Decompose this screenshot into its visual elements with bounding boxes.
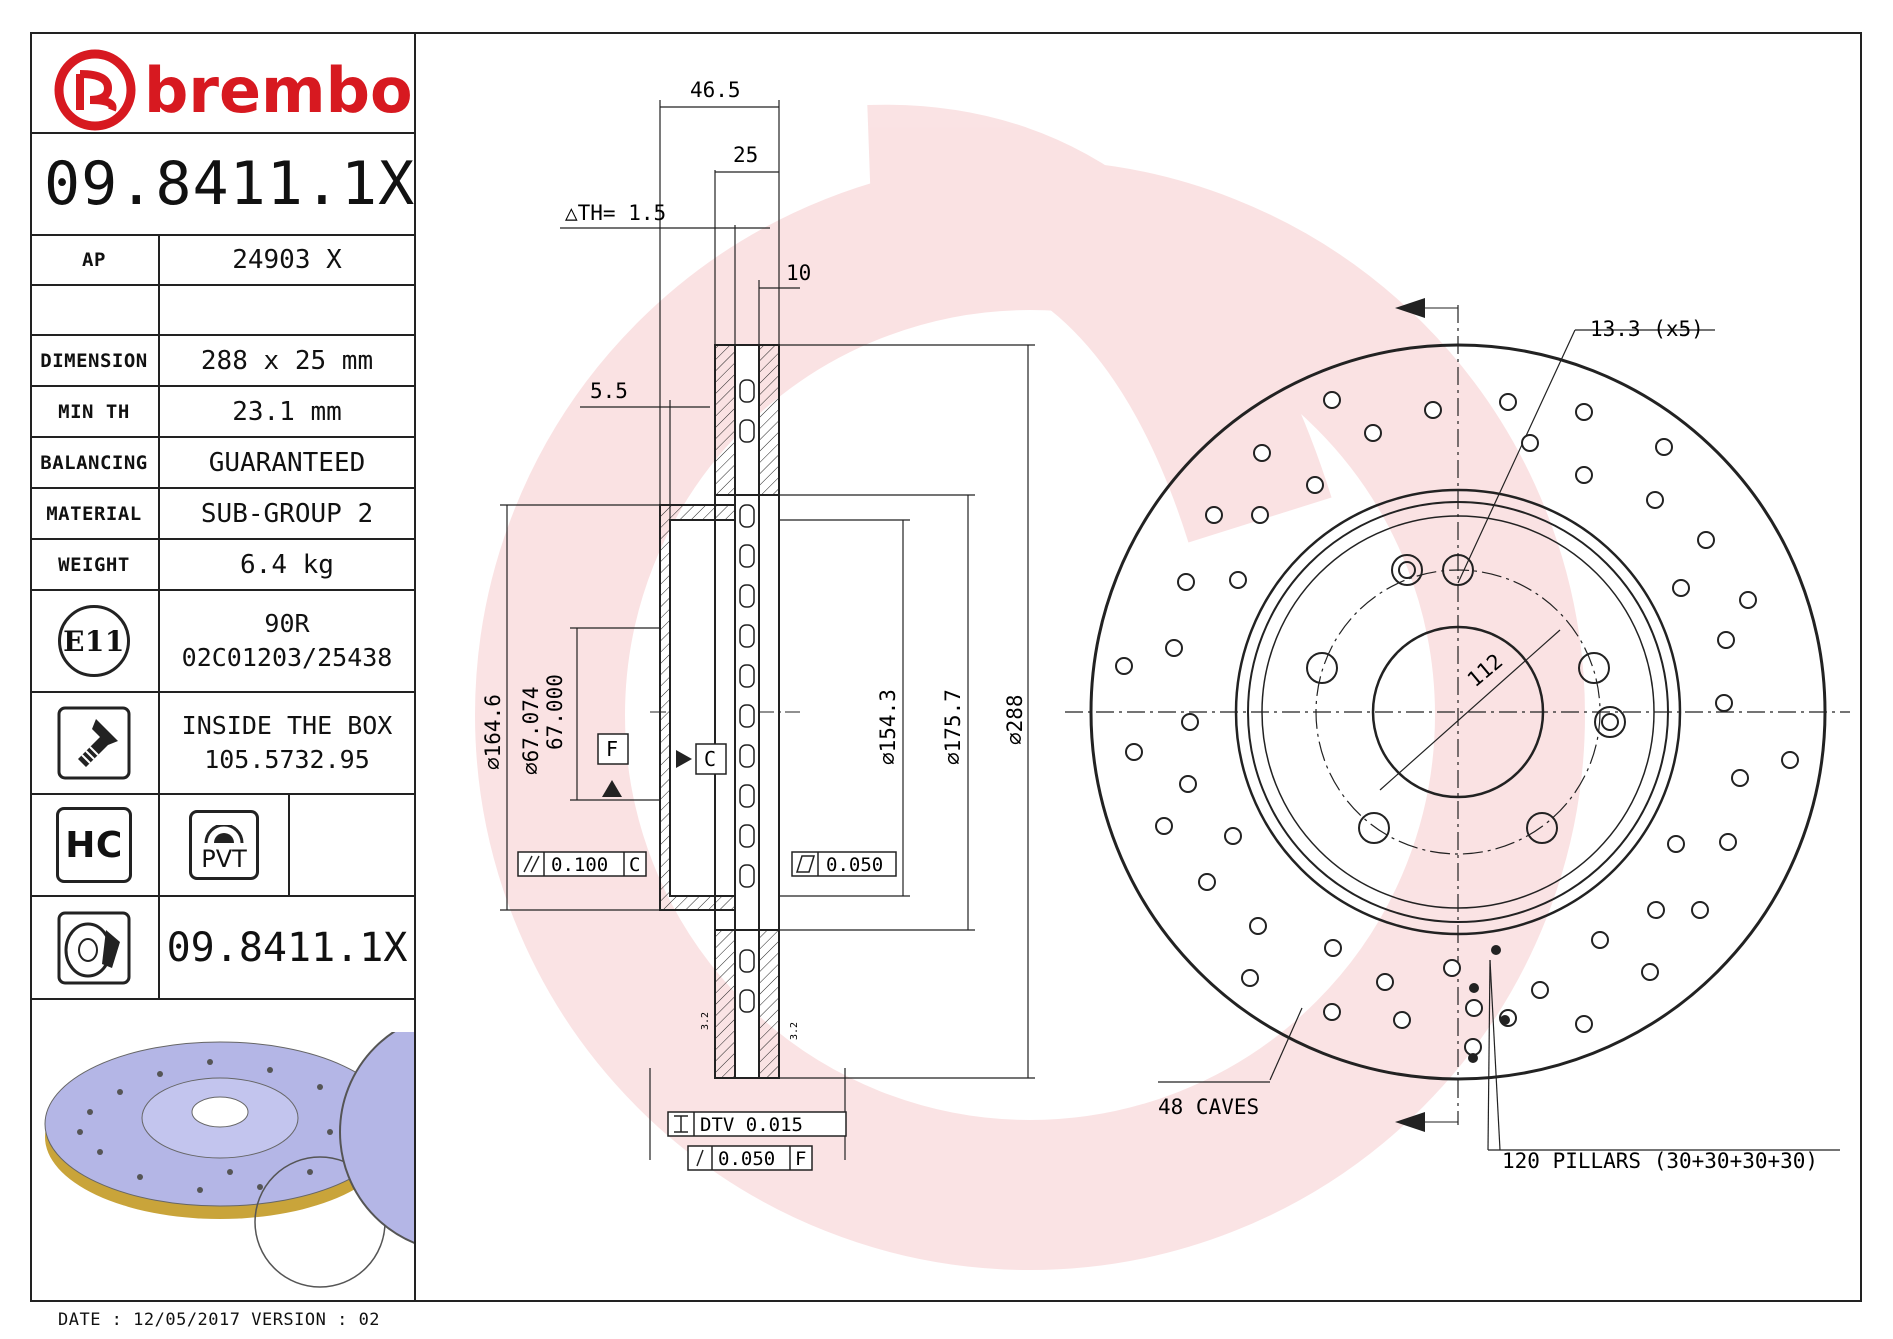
spec-label: WEIGHT [30, 540, 160, 589]
roughness-right: 3.2 [789, 1022, 800, 1040]
spec-value: 288 x 25 mm [200, 345, 374, 376]
spec-label: MIN TH [30, 387, 160, 436]
hc-badge-cell: HC [30, 795, 160, 895]
spec-row [30, 286, 414, 336]
pvt-badge-cell: PVT [160, 795, 290, 895]
dim-164-6: ∅164.6 [481, 694, 505, 770]
info-panel: brembo 09.8411.1X AP 24903 X DIMENSION 2… [30, 32, 416, 1302]
spec-row: BALANCING GUARANTEED [30, 438, 414, 489]
label-caves: 48 CAVES [1158, 1095, 1259, 1119]
spec-label: MATERIAL [30, 489, 160, 538]
tol-runout-value: 0.050 [718, 1148, 775, 1170]
dim-delta-th: △TH= 1.5 [565, 201, 666, 225]
disc-caliper-icon [57, 911, 131, 984]
spec-label: AP [30, 236, 160, 284]
dim-154-3: ∅154.3 [876, 689, 900, 765]
footer-date-version: DATE : 12/05/2017 VERSION : 02 [58, 1310, 381, 1330]
dim-46-5: 46.5 [690, 78, 741, 102]
inside-box-label: INSIDE THE BOX [181, 711, 393, 740]
bottom-part-number: 09.8411.1X [166, 924, 408, 971]
dim-5-5: 5.5 [590, 379, 628, 403]
dim-10: 10 [786, 261, 811, 285]
spec-value: 23.1 mm [232, 396, 342, 427]
spec-value: 6.4 kg [240, 549, 334, 580]
datum-c: C [704, 747, 716, 771]
tol-dtv: DTV 0.015 [700, 1114, 803, 1136]
label-pillars: 120 PILLARS (30+30+30+30) [1502, 1149, 1818, 1173]
brembo-logo-mark [54, 49, 136, 131]
hc-badge: HC [56, 807, 132, 883]
roughness-left: 3.2 [700, 1012, 711, 1030]
disc-isometric-render [44, 1032, 414, 1288]
vent-pillars [739, 379, 755, 1013]
bottom-part-row: 09.8411.1X [30, 897, 414, 1000]
pvt-badge: PVT [189, 810, 259, 880]
spec-label: BALANCING [30, 438, 160, 487]
tol-parallel-ref: C [629, 854, 640, 876]
ece-badge-cell: E11 [30, 591, 160, 691]
spec-row: MATERIAL SUB-GROUP 2 [30, 489, 414, 540]
spec-label: DIMENSION [30, 336, 160, 385]
spec-value: GUARANTEED [208, 447, 366, 478]
disc-icon-cell [30, 897, 160, 998]
brembo-wordmark: brembo [144, 54, 410, 127]
badges-row: HC PVT [30, 795, 414, 897]
inside-box: INSIDE THE BOX 105.5732.95 [160, 693, 414, 793]
ece-row: E11 90R 02C01203/25438 [30, 591, 414, 693]
label-pcd: 112 [1463, 649, 1507, 692]
drilled-holes [1115, 391, 1799, 1056]
spec-row: WEIGHT 6.4 kg [30, 540, 414, 591]
label-holes: 13.3 (x5) [1590, 317, 1704, 341]
disc-pillar-icon [204, 825, 244, 844]
drawing-frame [30, 32, 1862, 1302]
part-number: 09.8411.1X [44, 149, 416, 219]
spec-row: AP 24903 X [30, 236, 414, 286]
bolt-holes [1306, 554, 1626, 844]
screw-icon-cell [30, 693, 160, 793]
dim-288: ∅288 [1003, 694, 1027, 745]
tol-parallel-value: 0.100 [551, 854, 608, 876]
part-number-row: 09.8411.1X [30, 134, 414, 236]
disc-front-view [1065, 305, 1850, 1151]
pillar-markers [1468, 945, 1510, 1063]
tol-flatness-value: 0.050 [826, 854, 883, 876]
spec-label [30, 286, 160, 334]
brembo-logo: brembo [54, 49, 410, 131]
tol-runout-ref: F [795, 1148, 806, 1170]
spec-value: 24903 X [232, 245, 342, 275]
dim-67-000: 67.000 [543, 674, 567, 750]
dim-67-074: ∅67.074 [519, 686, 543, 775]
box-row: INSIDE THE BOX 105.5732.95 [30, 693, 414, 795]
dim-25: 25 [733, 143, 758, 167]
ece-line2: 02C01203/25438 [181, 643, 393, 672]
spec-row: MIN TH 23.1 mm [30, 387, 414, 438]
spec-row: DIMENSION 288 x 25 mm [30, 336, 414, 387]
pvt-label: PVT [201, 845, 247, 873]
logo-row: brembo [30, 32, 414, 134]
inside-box-part: 105.5732.95 [204, 745, 370, 774]
ece-approval: 90R 02C01203/25438 [160, 591, 414, 691]
spec-value: SUB-GROUP 2 [200, 498, 374, 529]
ece-badge: E11 [58, 605, 130, 677]
datum-f: F [606, 737, 618, 761]
dimension-lines [500, 100, 1035, 1160]
dim-175-7: ∅175.7 [941, 689, 965, 765]
screw-icon [57, 706, 131, 780]
ece-line1: 90R [264, 609, 310, 638]
